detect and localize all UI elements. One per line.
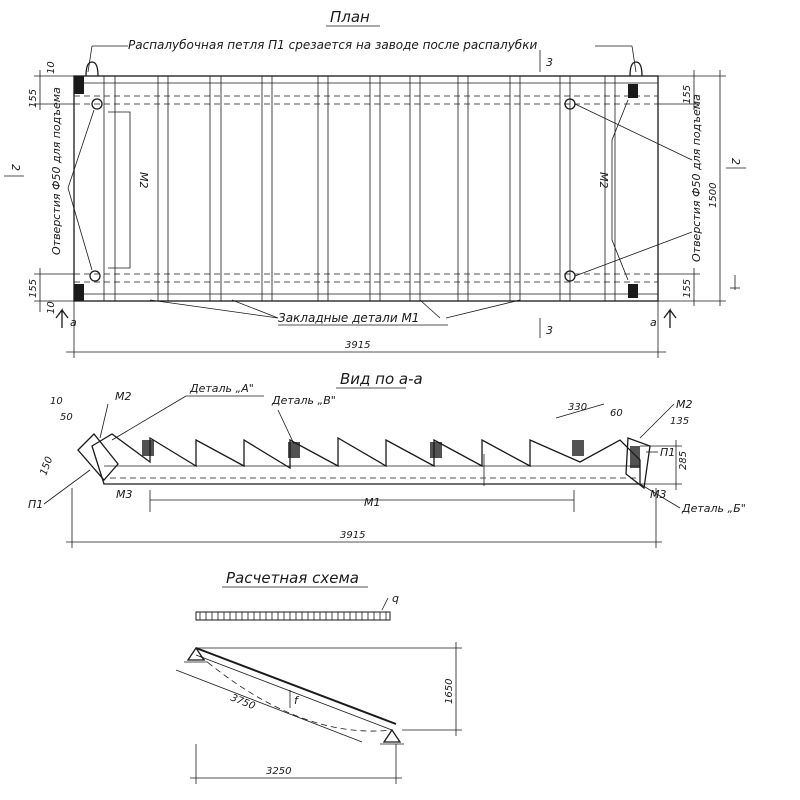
dim-plan-length: 3915: [345, 340, 370, 351]
lifting-holes: [67, 98, 693, 282]
view-title: Вид по а-а: [340, 370, 423, 388]
dim-10-top: 10: [46, 61, 57, 74]
support-left: [186, 646, 206, 661]
side-view: Вид по а-а Деталь „А" Деталь „В" Деталь …: [28, 370, 746, 548]
mark-m2-left: М2: [137, 172, 150, 189]
end-detail-left: [77, 433, 119, 481]
detail-a-label: Деталь „А": [189, 382, 254, 395]
corner-loops: [74, 61, 643, 301]
section-3-bottom: 3: [546, 324, 553, 337]
rebar-m2-right: [611, 99, 629, 281]
note-holes-right: Отверстия Ф50 для подъема: [690, 94, 703, 262]
step-lines: [103, 76, 616, 301]
load-label-q: q: [392, 592, 399, 605]
dim-150-view: 150: [38, 455, 55, 477]
mark-m2-right: М2: [597, 172, 610, 189]
design-scheme: Расчетная схема q: [175, 569, 462, 784]
note-holes-left: Отверстия Ф50 для подъема: [50, 87, 63, 255]
load-hatch: [199, 612, 387, 620]
view-mark-a-left: а: [70, 316, 77, 329]
mark-m2-view-right: М2: [676, 398, 693, 411]
deflection-f: f: [294, 694, 300, 707]
dim-50-view: 50: [60, 412, 73, 423]
dim-135: 135: [670, 416, 689, 427]
section-2-right: 2: [729, 158, 742, 165]
mark-m1-view: М1: [364, 496, 381, 509]
embedded-inserts: [142, 440, 640, 468]
dim-view-length: 3915: [340, 530, 365, 541]
view-mark-a-right: а: [650, 316, 657, 329]
note-embedded-parts: Закладные детали М1: [278, 311, 419, 325]
dim-horizontal: 3250: [266, 766, 291, 777]
mark-m3-view-right: М3: [650, 488, 667, 501]
support-right: [382, 728, 402, 743]
dim-285: 285: [678, 451, 689, 470]
dim-155-top-right: 155: [682, 85, 693, 104]
rebar-m2-left: [108, 111, 131, 269]
dim-10-view: 10: [50, 396, 63, 407]
slab-outline: [73, 75, 659, 302]
end-detail-right: [625, 437, 651, 490]
dim-plan-width: 1500: [708, 183, 719, 208]
dim-155-top-left: 155: [28, 89, 39, 108]
distributed-load: [195, 611, 391, 621]
mark-p1-view-right: П1: [660, 446, 675, 459]
dim-60: 60: [610, 408, 623, 419]
dim-span-length: 3750: [229, 693, 257, 713]
scheme-title: Расчетная схема: [226, 569, 359, 587]
dim-155-bottom-right: 155: [682, 279, 693, 298]
section-2-left: 2: [9, 164, 22, 171]
flight-body: [91, 433, 641, 485]
dim-height: 1650: [444, 679, 455, 704]
detail-b-label: Деталь „Б": [681, 502, 746, 515]
deflection-curve: [199, 655, 393, 732]
inclined-beam: [195, 647, 397, 725]
section-3-top: 3: [546, 56, 553, 69]
note-loop-cut: Распалубочная петля П1 срезается на заво…: [128, 38, 537, 52]
detail-v-label: Деталь „В": [271, 394, 336, 407]
mark-p1-view-left: П1: [28, 498, 43, 511]
dim-10-bottom: 10: [46, 301, 57, 314]
mark-m2-view-left: М2: [115, 390, 132, 403]
mark-m3-view-left: М3: [116, 488, 133, 501]
plan-view: План Распалубочная петля П1 срезается на…: [4, 8, 746, 358]
dim-330: 330: [568, 402, 587, 413]
dim-155-bottom-left: 155: [28, 279, 39, 298]
plan-title: План: [330, 8, 370, 26]
